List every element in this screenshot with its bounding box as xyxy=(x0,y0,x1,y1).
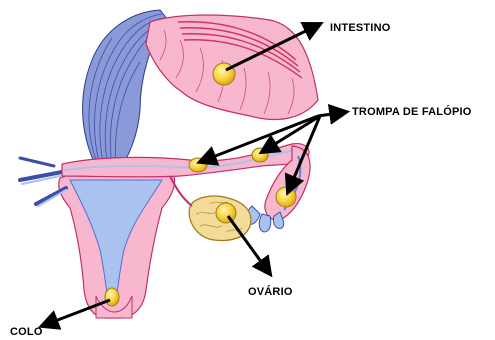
arrow-trompa-main xyxy=(318,112,346,116)
label-intestino: INTESTINO xyxy=(330,22,390,34)
label-trompa-de-falopio: TROMPA DE FALÓPIO xyxy=(352,106,472,118)
nodule-tube-distal xyxy=(276,187,296,207)
nodule-cervix xyxy=(105,288,119,306)
nodule-ovary xyxy=(216,203,236,223)
label-ovario: OVÁRIO xyxy=(248,286,293,298)
label-colo: COLO xyxy=(10,326,43,338)
